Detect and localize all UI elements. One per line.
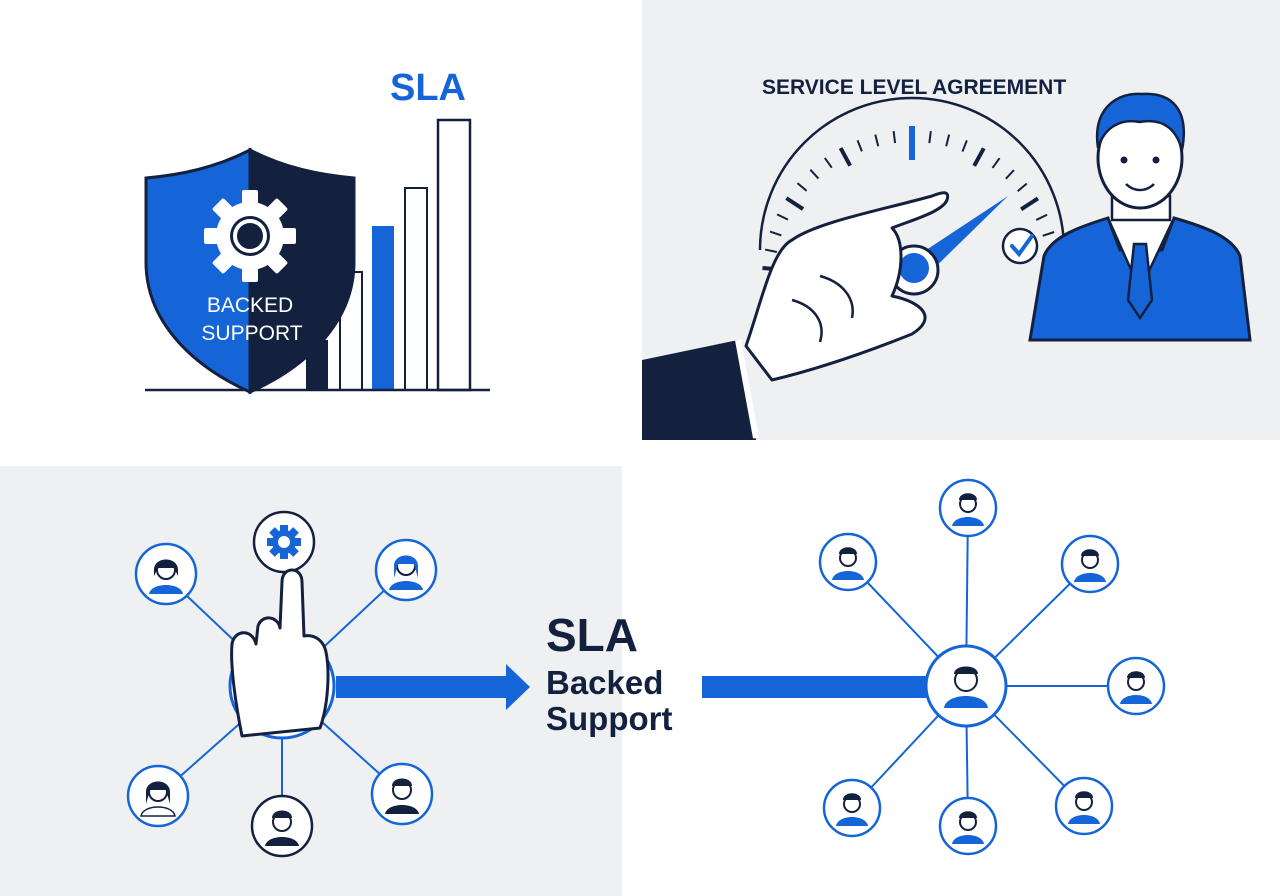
gauge-tick (769, 230, 782, 237)
gauge-tick (1035, 213, 1048, 221)
person-icon (1106, 656, 1166, 716)
gauge-tick (838, 147, 852, 167)
gauge-icon (758, 96, 1066, 296)
right-network-illustration (702, 478, 1166, 856)
sla-label: SLA (390, 67, 466, 109)
person-icon (818, 532, 878, 592)
gauge-tick (928, 131, 932, 144)
gauge-tick (796, 182, 808, 192)
center-label: SLA Backed Support (546, 612, 716, 735)
gear-icon (267, 525, 301, 559)
gauge-tick (961, 140, 968, 152)
gauge-illustration: SERVICE LEVEL AGREEMENT (642, 76, 1252, 440)
hand-press-icon (230, 568, 330, 738)
right-network-panel (622, 460, 1280, 896)
gauge-tick (1042, 231, 1055, 237)
person-icon (938, 478, 998, 538)
connector-line-icon (702, 676, 934, 698)
person-icon (374, 538, 438, 602)
gauge-tick (991, 157, 1001, 169)
gauge-panel: SERVICE LEVEL AGREEMENT (642, 0, 1280, 440)
businessman-icon (1028, 92, 1252, 342)
person-icon (370, 762, 434, 826)
gauge-tick (874, 134, 880, 147)
gauge-tick (1020, 196, 1040, 212)
gear-icon (204, 190, 296, 282)
left-network-panel (0, 466, 622, 896)
person-icon (134, 542, 198, 606)
gauge-tick (892, 131, 897, 144)
person-icon (250, 794, 314, 858)
gauge-tick (764, 248, 778, 253)
arrow-right-icon (336, 664, 530, 710)
person-nodes (126, 538, 438, 858)
shield-text-support: SUPPORT (201, 322, 302, 345)
gauge-tick (945, 134, 951, 147)
left-network-illustration (126, 510, 530, 858)
person-icon (1060, 534, 1120, 594)
center-label-sla: SLA (546, 609, 638, 661)
shield-illustration: SLA (144, 67, 490, 395)
gauge-tick (776, 213, 789, 221)
person-icon (126, 764, 190, 828)
gauge-tick (809, 169, 820, 180)
pointing-hand-icon (642, 191, 950, 440)
hub-person-icon (924, 644, 1008, 728)
gauge-tick (785, 196, 805, 211)
person-nodes (818, 478, 1166, 856)
gauge-tick (823, 157, 833, 169)
shield-text-backed: BACKED (207, 294, 293, 317)
person-icon (822, 778, 882, 838)
gauge-title: SERVICE LEVEL AGREEMENT (762, 76, 1066, 99)
gauge-tick (972, 147, 986, 167)
center-label-backed: Backed (546, 664, 664, 701)
shield-panel: SLA (0, 0, 642, 460)
gauge-tick (1017, 182, 1028, 192)
person-icon (1054, 776, 1114, 836)
gauge-tick (856, 139, 863, 152)
gauge-tick (1005, 169, 1015, 180)
center-label-support: Support (546, 700, 673, 737)
checkmark-icon (1001, 227, 1039, 265)
person-icon (938, 796, 998, 856)
gear-node (252, 510, 316, 574)
